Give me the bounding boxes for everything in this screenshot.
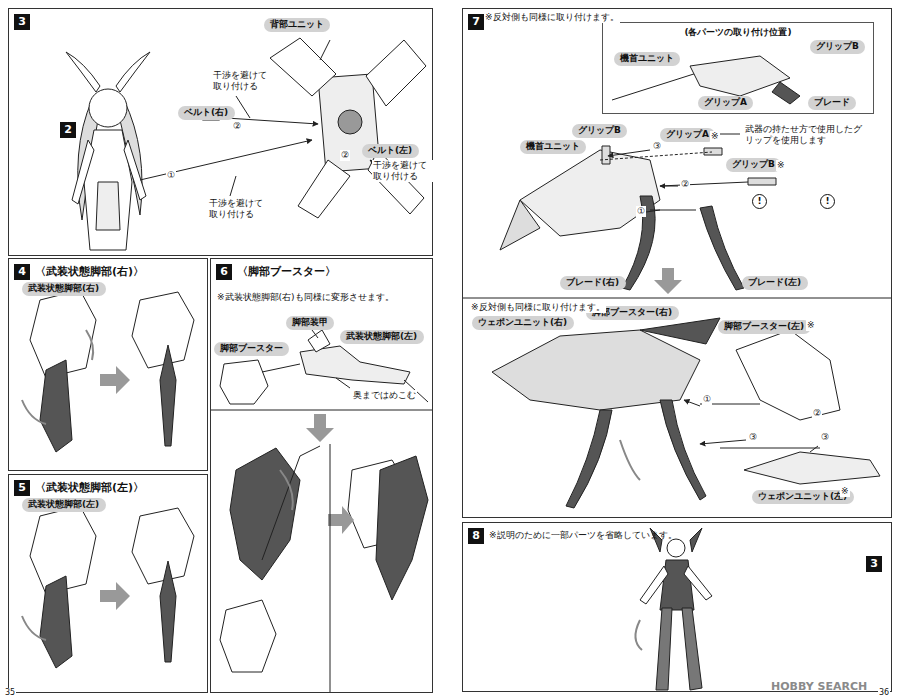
box-heading: (各パーツの取り付け位置) bbox=[603, 26, 873, 39]
part-name: ベルト(右) bbox=[184, 108, 228, 118]
part-name: ベルト(左) bbox=[368, 146, 412, 156]
step-order-number: ② bbox=[812, 408, 822, 419]
part-name: 脚部ブースター bbox=[220, 344, 283, 354]
part-name-tag: ベルト(左) bbox=[362, 144, 419, 158]
note-text: 奥まではめこむ bbox=[352, 390, 417, 401]
part-name: 脚部装甲 bbox=[292, 318, 328, 328]
part-name: 武装状態脚部(左) bbox=[346, 332, 417, 342]
caution-mark: ! bbox=[820, 194, 835, 209]
position-box: (各パーツの取り付け位置) 機首ユニットグリップA グリップB ブレード bbox=[602, 22, 874, 114]
watermark: HOBBY SEARCH bbox=[770, 680, 868, 693]
part-name: グリップB bbox=[732, 160, 775, 170]
step-heading: 〈武装状態脚部(右)〉 bbox=[35, 265, 144, 278]
step-order-number: ② bbox=[340, 150, 350, 161]
note-text: ※反対側も同様に取り付けます。 bbox=[484, 12, 620, 23]
part-name-tag: 脚部装甲 bbox=[286, 316, 334, 330]
step-number: 4 bbox=[14, 264, 30, 280]
part-name: 背部ユニット bbox=[270, 20, 324, 30]
step-heading: 〈脚部ブースター〉 bbox=[237, 265, 336, 278]
step-order-number: ① bbox=[636, 206, 646, 217]
note-text: ※武装状態脚部(右)も同様に変形させます。 bbox=[216, 292, 395, 303]
part-name: ブレード(左) bbox=[748, 278, 801, 288]
note-text: 干渉を避けて取り付ける bbox=[208, 198, 270, 220]
step-panel: 5 〈武装状態脚部(左)〉武装状態脚部(左) bbox=[8, 474, 208, 693]
note-text: ※反対側も同様に取り付けます。 bbox=[470, 302, 606, 313]
step-panel: 6 〈脚部ブースター〉脚部装甲脚部ブースター 武装状態脚部(左) bbox=[210, 258, 433, 693]
part-name-tag: グリップB bbox=[572, 124, 627, 138]
part-name: グリップA bbox=[666, 130, 709, 140]
part-name-tag: ウェポンユニット(右) bbox=[472, 316, 574, 330]
part-name: ウェポンユニット(左) bbox=[758, 492, 847, 502]
step-panel: 8 ※説明のために一部パーツを省略しています。 bbox=[462, 522, 892, 692]
step-order-number: ① bbox=[702, 394, 712, 405]
step-order-number: ※ bbox=[776, 160, 786, 171]
part-name: ウェポンユニット(右) bbox=[478, 318, 567, 328]
part-name: ブレード bbox=[814, 98, 850, 108]
step-order-number: ① bbox=[166, 170, 176, 181]
part-name-tag: 武装状態脚部(左) bbox=[340, 330, 424, 344]
page-number: 36 bbox=[878, 688, 890, 698]
step-order-number: ③ bbox=[748, 432, 758, 443]
part-name-tag: グリップA bbox=[698, 96, 753, 110]
step-panel: 4 〈武装状態脚部(右)〉武装状態脚部(右) bbox=[8, 258, 208, 471]
part-name-tag: 機首ユニット bbox=[614, 52, 680, 66]
step-order-number: ※ bbox=[806, 320, 816, 331]
part-name-tag: 脚部ブースター(左) bbox=[718, 320, 811, 334]
part-name: ブレード(右) bbox=[566, 278, 619, 288]
part-name: 武装状態脚部(右) bbox=[28, 284, 99, 294]
step-number: 3 bbox=[14, 14, 30, 30]
step-order-number: ※ bbox=[710, 131, 720, 142]
step-order-number: ③ bbox=[652, 141, 662, 152]
note-text: 干渉を避けて取り付ける bbox=[212, 70, 274, 92]
part-name: グリップA bbox=[704, 98, 747, 108]
part-name-tag: グリップB bbox=[726, 158, 781, 172]
part-name-tag: グリップA bbox=[660, 128, 715, 142]
part-name-tag: ウェポンユニット(左) bbox=[752, 490, 854, 504]
step-order-number: ③ bbox=[820, 432, 830, 443]
part-name: 機首ユニット bbox=[526, 142, 580, 152]
step-number: 7 bbox=[468, 14, 484, 30]
part-name-tag: 脚部ブースター bbox=[214, 342, 289, 356]
part-name: グリップB bbox=[816, 42, 859, 52]
page-number: 35 bbox=[4, 688, 16, 698]
callout-number: 2 bbox=[60, 122, 76, 138]
step-number: 8 bbox=[468, 528, 484, 544]
part-name-tag: ブレード(左) bbox=[742, 276, 808, 290]
callout-number: 3 bbox=[866, 556, 882, 572]
part-name-tag: 武装状態脚部(右) bbox=[22, 282, 106, 296]
step-order-number: ② bbox=[680, 179, 690, 190]
part-name-tag: ブレード bbox=[808, 96, 856, 110]
step-order-number: ※ bbox=[840, 486, 850, 497]
part-name-tag: ベルト(右) bbox=[178, 106, 235, 120]
part-name: 武装状態脚部(左) bbox=[28, 500, 99, 510]
step-number: 5 bbox=[14, 480, 30, 496]
step-note: ※説明のために一部パーツを省略しています。 bbox=[489, 530, 677, 541]
step-number: 6 bbox=[216, 264, 232, 280]
part-name-tag: 背部ユニット bbox=[264, 18, 330, 32]
part-name: グリップB bbox=[578, 126, 621, 136]
part-name: 機首ユニット bbox=[620, 54, 674, 64]
step-order-number: ② bbox=[232, 121, 242, 132]
part-name: 脚部ブースター(左) bbox=[724, 322, 804, 332]
step-heading: 〈武装状態脚部(左)〉 bbox=[35, 481, 144, 494]
part-name-tag: グリップB bbox=[810, 40, 865, 54]
note-text: 干渉を避けて取り付ける bbox=[372, 160, 434, 182]
part-name-tag: 武装状態脚部(左) bbox=[22, 498, 106, 512]
note-text: 武器の持たせ方で使用したグリップを使用します bbox=[744, 124, 866, 146]
part-name-tag: 機首ユニット bbox=[520, 140, 586, 154]
caution-mark: ! bbox=[752, 194, 767, 209]
part-name-tag: ブレード(右) bbox=[560, 276, 626, 290]
